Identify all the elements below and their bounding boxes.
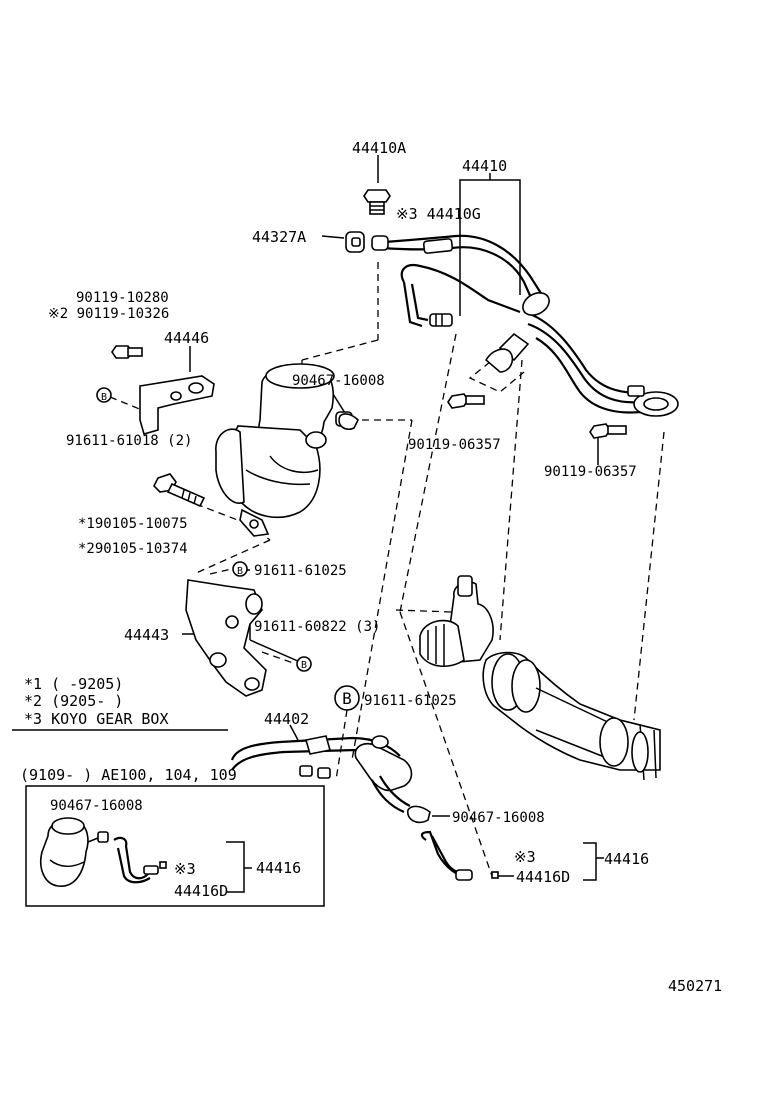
label-kg-right: ※3 <box>514 848 536 866</box>
diagram-id: 450271 <box>668 977 722 995</box>
label-tube-right: 44416D <box>516 868 570 886</box>
label-bracket-2: 44443 <box>124 626 169 644</box>
label-bracket: 44446 <box>164 329 209 347</box>
label-clip: 44327A <box>252 228 306 246</box>
label-bolt-1: 90119-10280 <box>76 290 169 306</box>
labels: 44410A 44410 ※3 44410G 44327A 90119-1028… <box>20 139 722 995</box>
bracket-44446-icon <box>96 345 215 435</box>
note-line-1: *1 ( -9205) <box>24 675 123 693</box>
label-bolt-i: 91611-61025 <box>364 693 457 709</box>
note-line-2: *2 (9205- ) <box>24 692 123 710</box>
inset-tube-label: 44416D <box>174 882 228 900</box>
inset-clamp-label: 90467-16008 <box>50 798 143 814</box>
long-bolt-icon <box>153 473 206 508</box>
label-pressure-hose: 44410 <box>462 157 507 175</box>
gear-box <box>419 575 661 781</box>
hose-union-bolt-icon <box>363 189 391 215</box>
clamp-icon <box>338 413 359 431</box>
bolt-c-icon <box>447 393 485 409</box>
bolt-d-icon <box>589 423 627 439</box>
label-bolt-2: ※2 90119-10326 <box>48 306 169 322</box>
pump-body <box>215 363 353 537</box>
inset-header: (9109- ) AE100, 104, 109 <box>20 766 237 784</box>
pipe-44416-icon <box>420 830 499 881</box>
return-tube-assembly <box>230 735 431 824</box>
inset-kg-label: ※3 <box>174 860 196 878</box>
label-bolt-g: 91611-61025 <box>254 563 347 579</box>
label-bolt-h: 91611-60822 (3) <box>254 619 380 635</box>
label-return-tube: 44402 <box>264 710 309 728</box>
hose-fitting-icon <box>345 231 389 253</box>
b-marker-3: B <box>301 660 307 671</box>
label-bolt-c: 90119-06357 <box>408 437 501 453</box>
label-pipe-right: 44416 <box>604 850 649 868</box>
label-clamp-2: 90467-16008 <box>452 810 545 826</box>
svg-text:B: B <box>101 392 107 403</box>
label-bolt-e: *190105-10075 <box>78 516 188 532</box>
label-clamp-1: 90467-16008 <box>292 373 385 389</box>
flare-nut-icon <box>429 313 453 327</box>
label-gasket-kg: ※3 44410G <box>396 205 481 223</box>
pressure-hose-assembly <box>345 189 679 417</box>
svg-text:B: B <box>301 660 307 671</box>
label-bolt-b1: 91611-61018 (2) <box>66 433 192 449</box>
inset-pipe-label: 44416 <box>256 859 301 877</box>
b-marker-2: B <box>237 566 243 577</box>
bracket-44443-icon <box>185 561 312 697</box>
svg-text:B: B <box>237 566 243 577</box>
label-hose-union-bolt: 44410A <box>352 139 406 157</box>
note-line-3: *3 KOYO GEAR BOX <box>24 710 169 728</box>
label-bolt-f: *290105-10374 <box>78 541 188 557</box>
label-bolt-d: 90119-06357 <box>544 464 637 480</box>
b-marker-1: B <box>101 392 107 403</box>
callout-b-label: B <box>342 689 352 708</box>
inset-box <box>25 785 325 907</box>
callout-b: B <box>334 685 360 711</box>
